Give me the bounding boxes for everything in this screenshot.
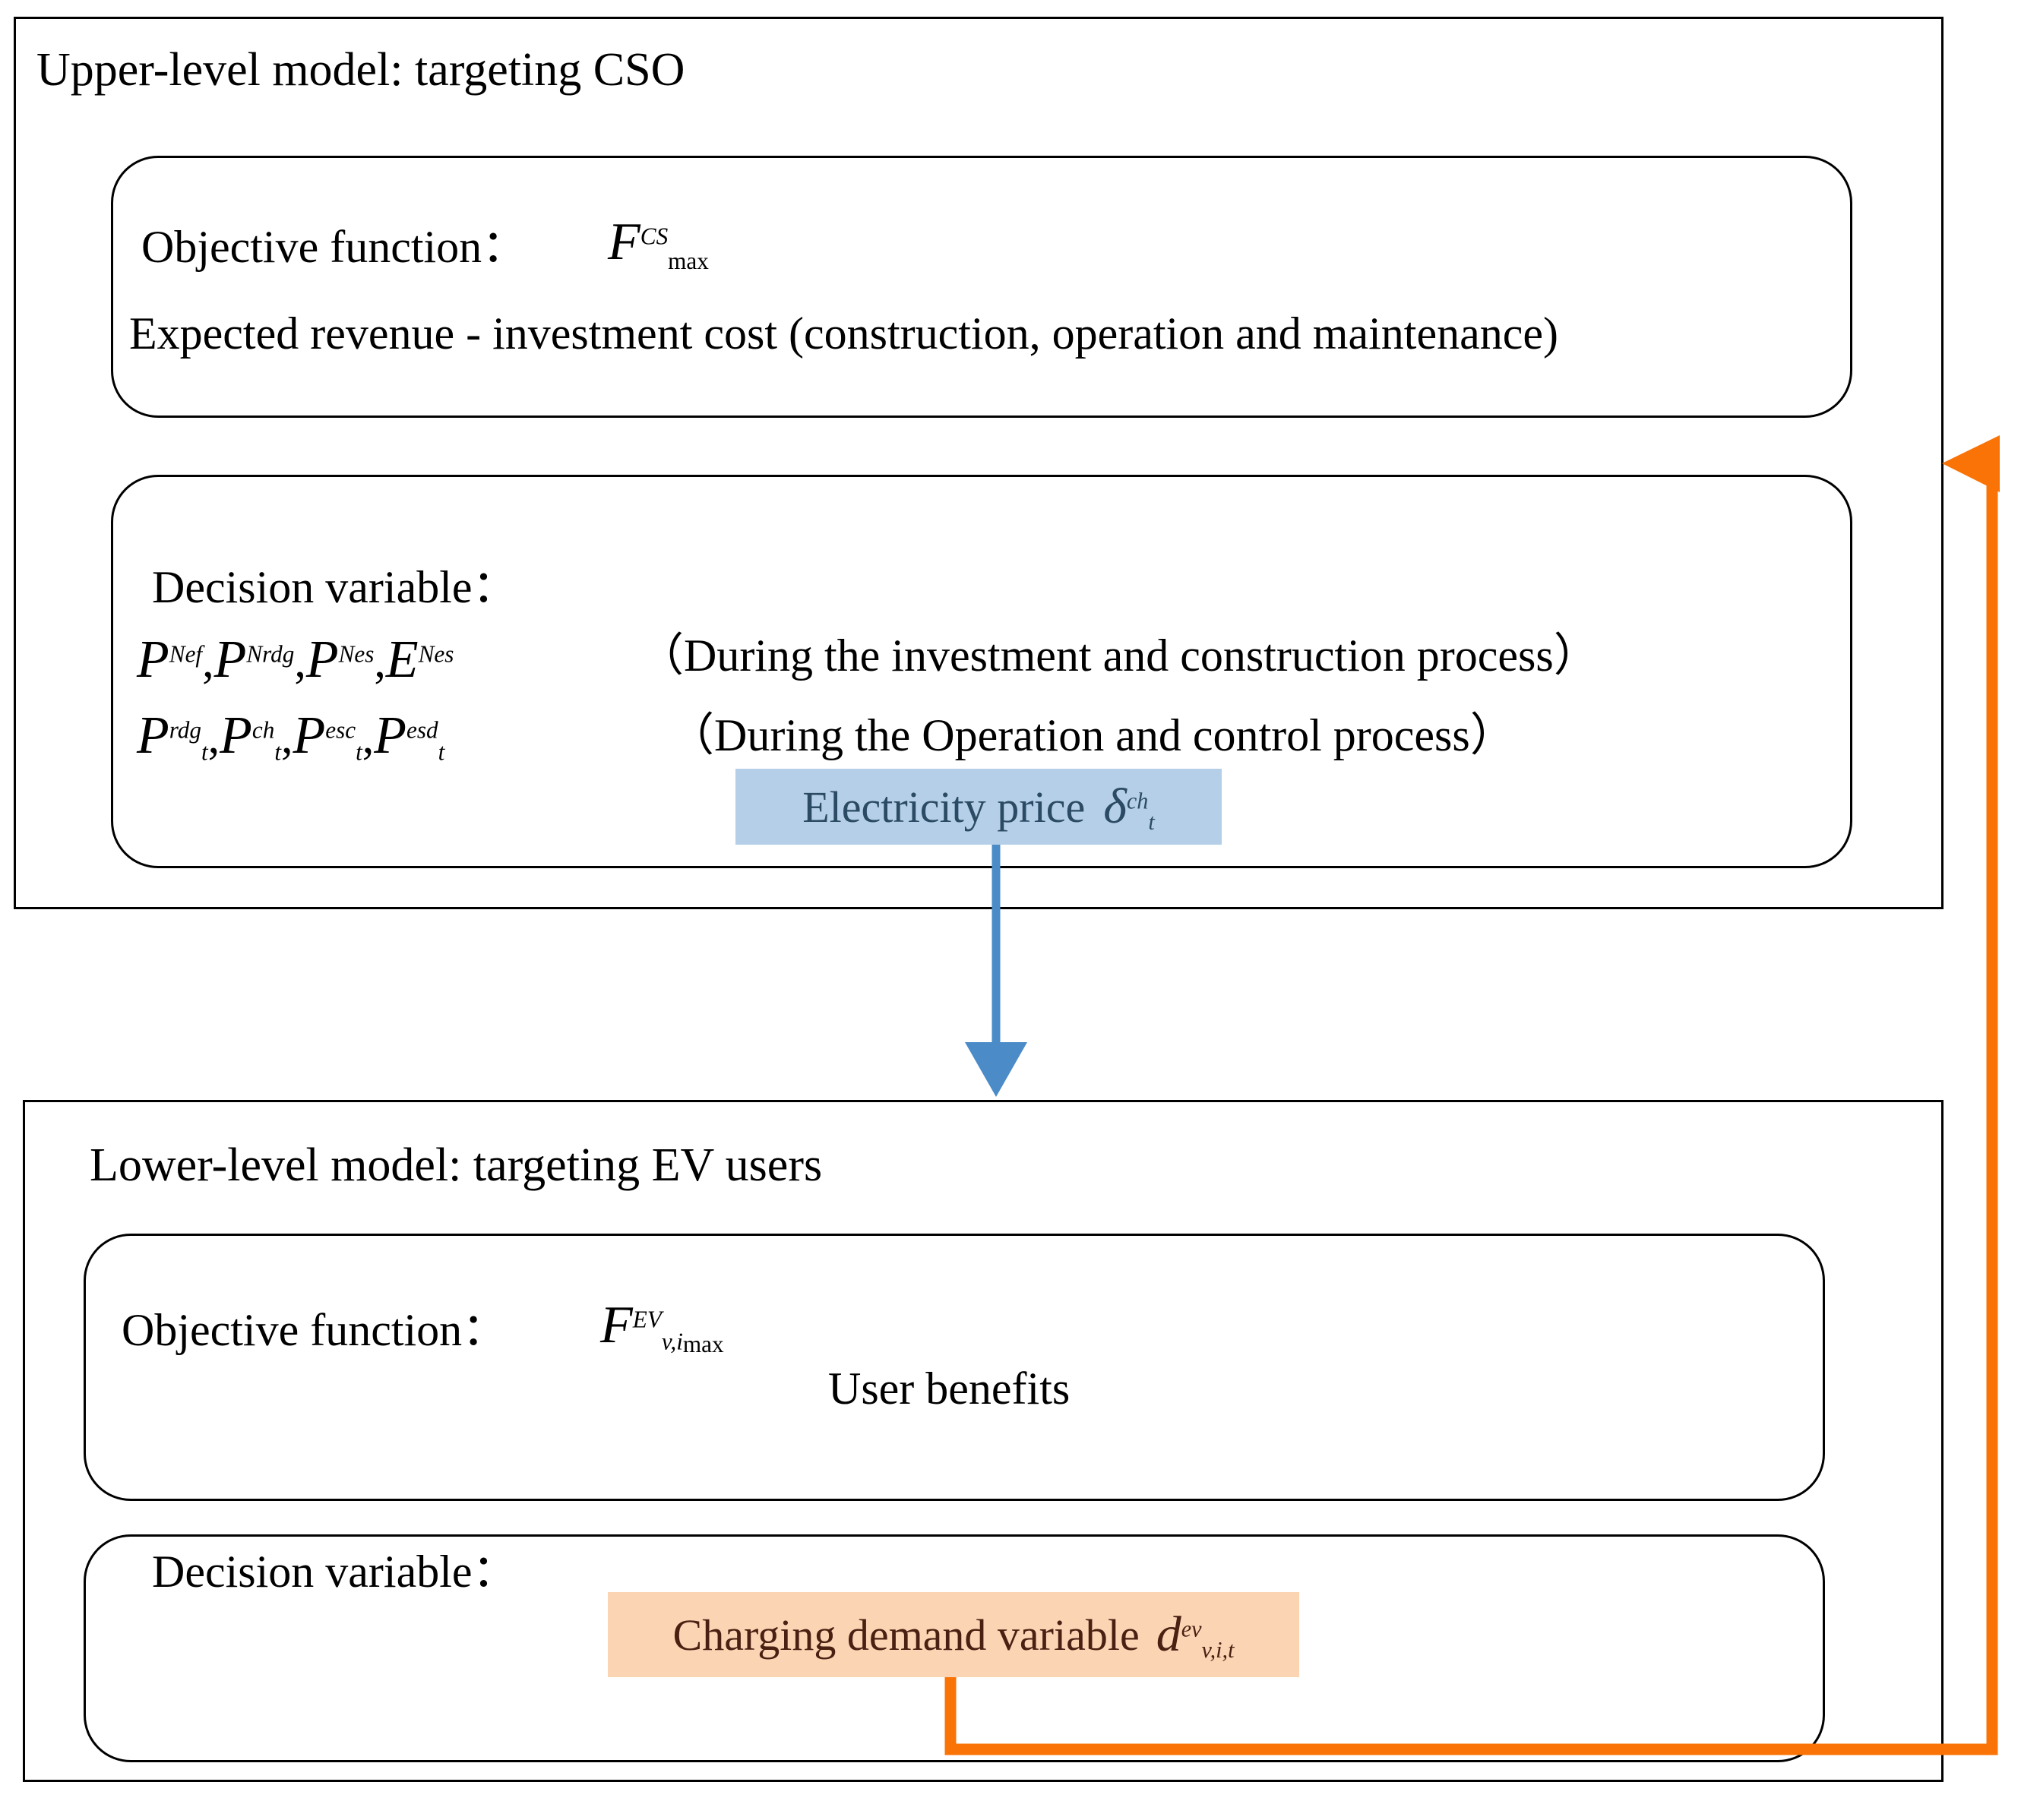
upper-objective-panel <box>111 156 1852 418</box>
charging-demand-symbol: devv,i,t <box>1156 1606 1235 1664</box>
upper-decision-row1-note: （During the investment and construction … <box>638 630 1599 681</box>
upper-decision-label: Decision variable： <box>152 562 518 612</box>
var-pt-esd-base: P <box>374 706 407 765</box>
upper-decision-row1-variables: PNef,PNrdg,PNes,ENes <box>137 630 454 689</box>
upper-objective-label: Objective function： <box>141 222 528 272</box>
var-pt-ch-sub: t <box>274 738 281 766</box>
upper-decision-row2-variables: Prdgt,Pcht,Pesct,Pesdt <box>137 706 445 766</box>
var-pt-esd-sup: esd <box>406 716 438 744</box>
lower-objective-symbol-trail: max <box>682 1331 724 1358</box>
electricity-price-badge[interactable]: Electricity price δcht <box>735 769 1222 845</box>
lower-level-title: Lower-level model: targeting EV users <box>90 1139 823 1191</box>
charging-demand-symbol-base: d <box>1156 1607 1181 1662</box>
var-pt-rdg-base: P <box>137 706 169 765</box>
upper-objective-symbol-base: F <box>608 213 640 271</box>
charging-demand-label: Charging demand variable <box>672 1610 1140 1660</box>
var-p-nrdg-sup: Nrdg <box>246 640 295 668</box>
charging-demand-badge[interactable]: Charging demand variable devv,i,t <box>608 1592 1299 1677</box>
var-p-nes-base: P <box>305 630 339 689</box>
electricity-price-symbol: δcht <box>1103 778 1155 836</box>
var-pt-rdg-sub: t <box>201 738 208 766</box>
electricity-price-symbol-sup: ch <box>1126 788 1149 814</box>
var-pt-ch-sup: ch <box>251 716 275 744</box>
lower-objective-symbol-sub: v,i <box>661 1328 683 1355</box>
lower-objective-symbol-sup: EV <box>632 1306 662 1333</box>
lower-objective-label: Objective function： <box>122 1305 508 1355</box>
lower-objective-symbol: FEVv,imax <box>600 1296 724 1358</box>
var-pt-esd-sub: t <box>438 738 445 766</box>
upper-objective-description: Expected revenue - investment cost (cons… <box>129 308 1558 359</box>
var-e-nes-base: E <box>385 630 419 689</box>
var-e-nes-sup: Nes <box>418 640 454 668</box>
charging-demand-symbol-sup: ev <box>1181 1616 1202 1642</box>
var-pt-esc-base: P <box>293 706 326 765</box>
var-p-nes-sup: Nes <box>338 640 375 668</box>
var-pt-esc-sub: t <box>356 738 362 766</box>
var-p-nef-sup: Nef <box>169 640 203 668</box>
upper-objective-symbol-sub: max <box>668 248 709 275</box>
upper-level-title: Upper-level model: targeting CSO <box>36 44 685 96</box>
var-p-nef-base: P <box>137 630 169 689</box>
electricity-price-label: Electricity price <box>802 782 1086 832</box>
charging-demand-symbol-sub: v,i,t <box>1201 1637 1235 1664</box>
upper-objective-symbol: FCSmax <box>608 213 709 275</box>
var-pt-esc-sup: esc <box>325 716 356 744</box>
var-p-nrdg-base: P <box>213 630 247 689</box>
electricity-price-symbol-base: δ <box>1103 779 1127 834</box>
lower-objective-description: User benefits <box>828 1363 1071 1414</box>
lower-decision-label: Decision variable： <box>152 1547 518 1597</box>
var-pt-rdg-sup: rdg <box>169 716 201 744</box>
lower-objective-symbol-base: F <box>600 1296 633 1354</box>
var-pt-ch-base: P <box>220 706 252 765</box>
upper-objective-symbol-sup: CS <box>640 223 669 250</box>
upper-decision-row2-note: （During the Operation and control proces… <box>669 710 1516 760</box>
electricity-price-symbol-sub: t <box>1148 809 1155 836</box>
